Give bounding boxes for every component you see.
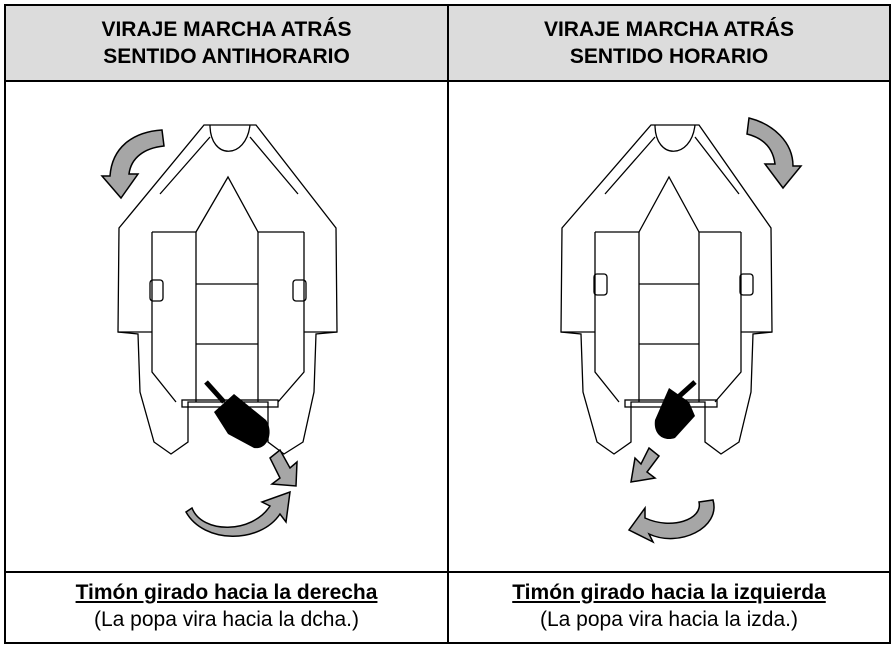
motor-right [654, 380, 697, 440]
table-border-right [889, 4, 891, 644]
clockwise-arrow-icon [746, 117, 803, 190]
panel-left [6, 82, 447, 575]
header-left: VIRAJE MARCHA ATRÁS SENTIDO ANTIHORARIO [6, 6, 447, 80]
header-right-line1: VIRAJE MARCHA ATRÁS [543, 18, 795, 41]
stern-rotation-arrow-icon [185, 490, 291, 537]
header-left-line2: SENTIDO ANTIHORARIO [103, 45, 350, 68]
caption-left: Timón girado hacia la derecha (La popa v… [6, 573, 447, 642]
caption-left-main: Timón girado hacia la derecha [75, 581, 378, 604]
header-right-line2: SENTIDO HORARIO [569, 45, 769, 68]
counterclockwise-arrow-icon [100, 129, 165, 200]
table-border-left [4, 4, 6, 644]
caption-left-sub: (La popa vira hacia la dcha.) [94, 608, 359, 631]
stern-right-arrow-icon [269, 448, 298, 487]
panel-right [449, 82, 889, 575]
header-right: VIRAJE MARCHA ATRÁS SENTIDO HORARIO [449, 6, 889, 80]
stern-left-arrow-icon [630, 446, 661, 483]
maneuver-table: VIRAJE MARCHA ATRÁS SENTIDO ANTIHORARIO … [4, 4, 891, 644]
motor-left [204, 380, 270, 449]
boat-right [560, 124, 773, 455]
column-divider [447, 4, 449, 644]
caption-right: Timón girado hacia la izquierda (La popa… [449, 573, 889, 642]
boat-left [117, 124, 338, 455]
header-left-line1: VIRAJE MARCHA ATRÁS [101, 18, 352, 41]
caption-right-main: Timón girado hacia la izquierda [512, 581, 826, 604]
caption-right-sub: (La popa vira hacia la izda.) [540, 608, 798, 631]
stern-rotation-arrow-icon [627, 499, 715, 544]
